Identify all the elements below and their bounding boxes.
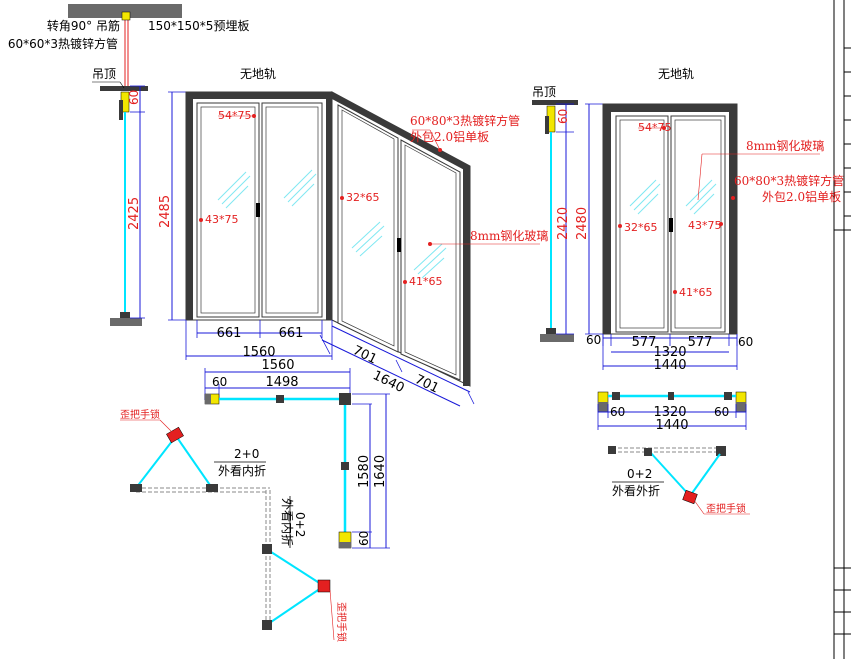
label-corner-hanger: 转角90° 吊筋: [47, 18, 120, 33]
dim-rp60-b: 60: [714, 405, 729, 419]
profile-32x65-right: 32*65: [624, 221, 658, 234]
dim-1560-elev: 1560: [242, 345, 275, 360]
label-lock-2: 歪把手锁: [335, 602, 348, 642]
dim-plan-1560: 1560: [261, 358, 294, 373]
fold-right-code: 0+2: [627, 467, 652, 481]
dim-plan-60: 60: [212, 375, 227, 389]
dim-r1320: 1320: [653, 345, 686, 360]
label-no-track-left: 无地轨: [240, 67, 276, 81]
label-lock-1: 歪把手锁: [120, 408, 160, 421]
dim-plan-1640: 1640: [373, 455, 388, 488]
dim-r60-left: 60: [586, 333, 601, 347]
dim-rp1320: 1320: [653, 405, 686, 420]
dim-r577-a: 577: [632, 335, 657, 350]
profile-41x65-left: 41*65: [409, 275, 443, 288]
dim-right-2420: 2420: [556, 207, 571, 240]
profile-54x75-right: 54*75: [638, 121, 672, 134]
label-lock-3: 歪把手锁: [706, 502, 746, 515]
dim-661-a: 661: [217, 326, 242, 341]
label-ceiling-right: 吊顶: [532, 85, 556, 99]
ceiling-slab: [68, 4, 182, 18]
label-tube80-left-2: 外包2.0铝单板: [410, 129, 489, 144]
fold-mid-code: 0+2: [293, 512, 307, 537]
label-embed-plate: 150*150*5预埋板: [148, 19, 249, 33]
dim-rp1440: 1440: [655, 418, 688, 433]
dim-left-2425: 2425: [127, 197, 142, 230]
dim-plan-1580: 1580: [357, 455, 372, 488]
fold-mid-text: 外看内折: [280, 498, 295, 546]
profile-41x65-right: 41*65: [679, 286, 713, 299]
dim-r1440: 1440: [653, 358, 686, 373]
fold-diagram-middle: 0+2 外看内折 歪把手锁: [262, 490, 348, 642]
label-glass-left: 8mm钢化玻璃: [470, 229, 548, 243]
label-square-tube: 60*60*3热镀锌方管: [8, 36, 118, 51]
dim-left-2485: 2485: [158, 195, 173, 228]
dim-r577-b: 577: [688, 335, 713, 350]
left-plan: 1560 60 1498 1580 1640 60: [204, 358, 390, 549]
label-tube80-right-2: 外包2.0铝单板: [762, 189, 841, 204]
dim-r60-right: 60: [738, 335, 753, 349]
right-elevation: 无地轨 2480 54*75 32*65 43*75 41*65 8mm钢: [575, 67, 844, 373]
label-tube80-right-1: 60*80*3热镀锌方管: [734, 173, 844, 188]
left-elevation: 无地轨 2485: [158, 67, 548, 407]
dim-left-60: 60: [127, 90, 141, 105]
label-ceiling-left: 吊顶: [92, 67, 116, 81]
profile-43x75-right: 43*75: [688, 219, 722, 232]
dim-rp60-a: 60: [610, 405, 625, 419]
dim-right-60: 60: [556, 109, 570, 124]
dim-plan-60-bottom: 60: [357, 531, 371, 546]
floor-block-left: [110, 318, 142, 326]
profile-43x75-left: 43*75: [205, 213, 239, 226]
fold-right-text: 外看外折: [612, 483, 660, 498]
dim-661-b: 661: [279, 326, 304, 341]
label-no-track-right: 无地轨: [658, 67, 694, 81]
dim-plan-1498: 1498: [265, 375, 298, 390]
label-tube80-left-1: 60*80*3热镀锌方管: [410, 113, 520, 128]
ceiling-board-left: [100, 86, 148, 91]
profile-32x65-left: 32*65: [346, 191, 380, 204]
fold-left-code: 2+0: [234, 447, 259, 461]
fold-left-text: 外看内折: [218, 463, 266, 478]
title-block: [833, 0, 851, 659]
fold-diagram-right: 0+2 外看外折 歪把手锁: [608, 446, 750, 515]
right-plan: 60 1320 60 1440: [597, 391, 747, 433]
profile-54x75-left: 54*75: [218, 109, 252, 122]
fold-diagram-left: 歪把手锁 2+0 外看内折: [120, 408, 270, 493]
left-section-detail: 转角90° 吊筋 150*150*5预埋板 60*60*3热镀锌方管 吊顶 60…: [8, 4, 249, 326]
label-glass-right: 8mm钢化玻璃: [746, 139, 824, 153]
dim-right-2480: 2480: [575, 207, 590, 240]
right-section-detail: 吊顶 60 2420: [532, 85, 578, 342]
